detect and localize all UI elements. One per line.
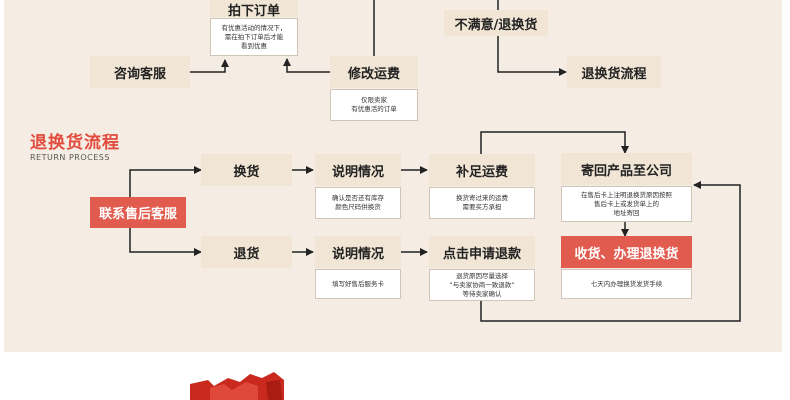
pay-shipping-note: 换货寄过来的运费 需要买方承担 (429, 187, 535, 219)
explain-box-refund: 说明情况 (315, 236, 401, 268)
connector-unsatisfied-to-flow (497, 36, 567, 76)
send-back-note: 在售后卡上注明退换货原因按照 售后卡上或发货单上的 地址寄回 (561, 186, 692, 222)
consult-box: 咨询客服 (90, 56, 190, 88)
order-box: 拍下订单 (210, 0, 298, 19)
unsatisfied-box: 不满意/退换货 (444, 10, 548, 36)
modify-note: 仅限卖家 有优惠活的订单 (330, 89, 418, 121)
section-title: 退换货流程 (30, 133, 120, 153)
exchange-box: 换货 (201, 154, 292, 186)
explain-note-refund: 填写好售后服务卡 (315, 269, 401, 299)
connector-apply-loop-to-send (480, 181, 741, 322)
return-flow-box: 退换货流程 (567, 56, 661, 88)
receive-exchange-note: 七天内办理换货发货手续 (561, 269, 692, 299)
section-subtitle: RETURN PROCESS (30, 153, 110, 162)
send-back-box: 寄回产品至公司 (561, 153, 692, 185)
connector-modify-to-order (283, 58, 330, 73)
connector-pay-to-send (480, 131, 629, 154)
refund-box: 退货 (201, 236, 292, 268)
connector-consult-to-order (190, 59, 229, 73)
contact-service-box: 联系售后客服 (90, 197, 186, 228)
receive-exchange-box: 收货、办理退换货 (561, 236, 692, 268)
brand-logo-fragment (190, 372, 284, 400)
connector-contact-to-exchange (129, 166, 202, 197)
pay-shipping-box: 补足运费 (429, 154, 535, 186)
explain-box-exchange: 说明情况 (315, 154, 401, 186)
order-note: 有优惠活动的情况下， 需在拍下订单后才能 看到优惠 (210, 18, 298, 56)
connector-contact-to-refund (129, 228, 202, 256)
explain-note-exchange: 确认是否还有库存 颜色尺码供换货 (315, 187, 401, 219)
apply-refund-box: 点击申请退款 (429, 236, 535, 268)
modify-box: 修改运费 (330, 56, 418, 88)
apply-refund-note: 退货原因尽量选择 “与卖家协商一致退款” 等待卖家确认 (429, 269, 535, 301)
